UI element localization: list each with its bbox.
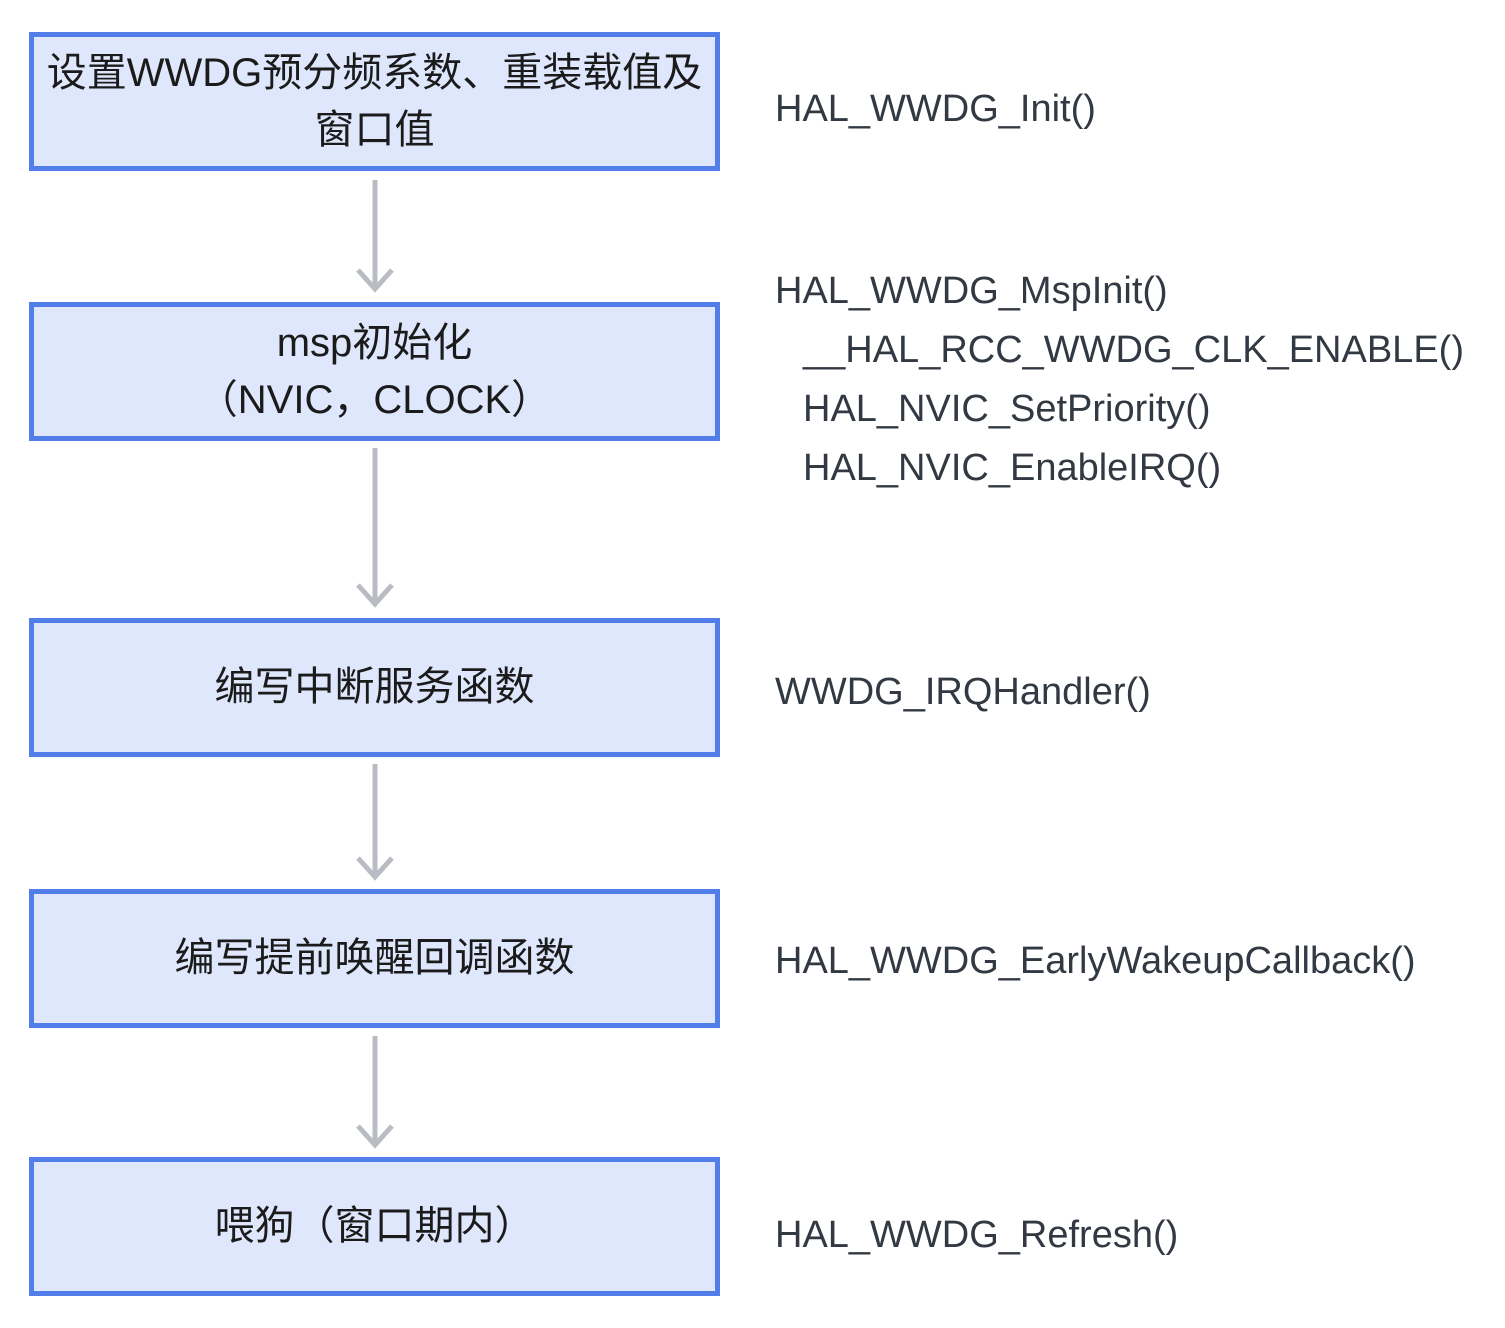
flow-step-5-calls: HAL_WWDG_Refresh() xyxy=(775,1206,1178,1265)
flow-step-1-box: 设置WWDG预分频系数、重装载值及 窗口值 xyxy=(29,32,720,171)
flow-step-3-text-line-1: 编写中断服务函数 xyxy=(214,665,535,709)
call-label: HAL_WWDG_Refresh() xyxy=(775,1214,1179,1256)
arrow-down-icon xyxy=(356,1036,394,1149)
call-label: HAL_WWDG_Init() xyxy=(775,88,1096,130)
call-label: __HAL_RCC_WWDG_CLK_ENABLE() xyxy=(803,329,1464,371)
flow-step-2-box: msp初始化 （NVIC，CLOCK） xyxy=(29,302,720,441)
arrow-down-icon xyxy=(356,764,394,881)
flow-step-4-calls: HAL_WWDG_EarlyWakeupCallback() xyxy=(775,932,1416,991)
arrow-down-icon xyxy=(356,448,394,608)
call-label: HAL_NVIC_EnableIRQ() xyxy=(803,447,1222,489)
flow-step-5-text-line-1: 喂狗（窗口期内） xyxy=(214,1204,535,1248)
call-label: WWDG_IRQHandler() xyxy=(775,671,1151,713)
arrow-down-icon xyxy=(356,180,394,293)
flow-step-5-box: 喂狗（窗口期内） xyxy=(29,1157,720,1296)
flow-step-1-text-line-1: 设置WWDG预分频系数、重装载值及 xyxy=(46,50,703,95)
call-label: HAL_NVIC_SetPriority() xyxy=(803,388,1211,430)
flow-step-1-text-line-2: 窗口值 xyxy=(314,107,435,152)
flow-step-3-calls: WWDG_IRQHandler() xyxy=(775,663,1151,722)
flow-step-1-calls: HAL_WWDG_Init() xyxy=(775,80,1096,139)
flow-step-2-calls: HAL_WWDG_MspInit() __HAL_RCC_WWDG_CLK_EN… xyxy=(775,262,1464,498)
flow-step-4-text-line-1: 编写提前唤醒回调函数 xyxy=(174,936,575,980)
flow-step-3-box: 编写中断服务函数 xyxy=(29,618,720,757)
flow-step-4-box: 编写提前唤醒回调函数 xyxy=(29,889,720,1028)
flow-step-2-text-line-2: （NVIC，CLOCK） xyxy=(197,377,552,422)
call-label: HAL_WWDG_MspInit() xyxy=(775,270,1168,312)
flow-step-2-text-line-1: msp初始化 xyxy=(276,320,473,365)
call-label: HAL_WWDG_EarlyWakeupCallback() xyxy=(775,940,1416,982)
